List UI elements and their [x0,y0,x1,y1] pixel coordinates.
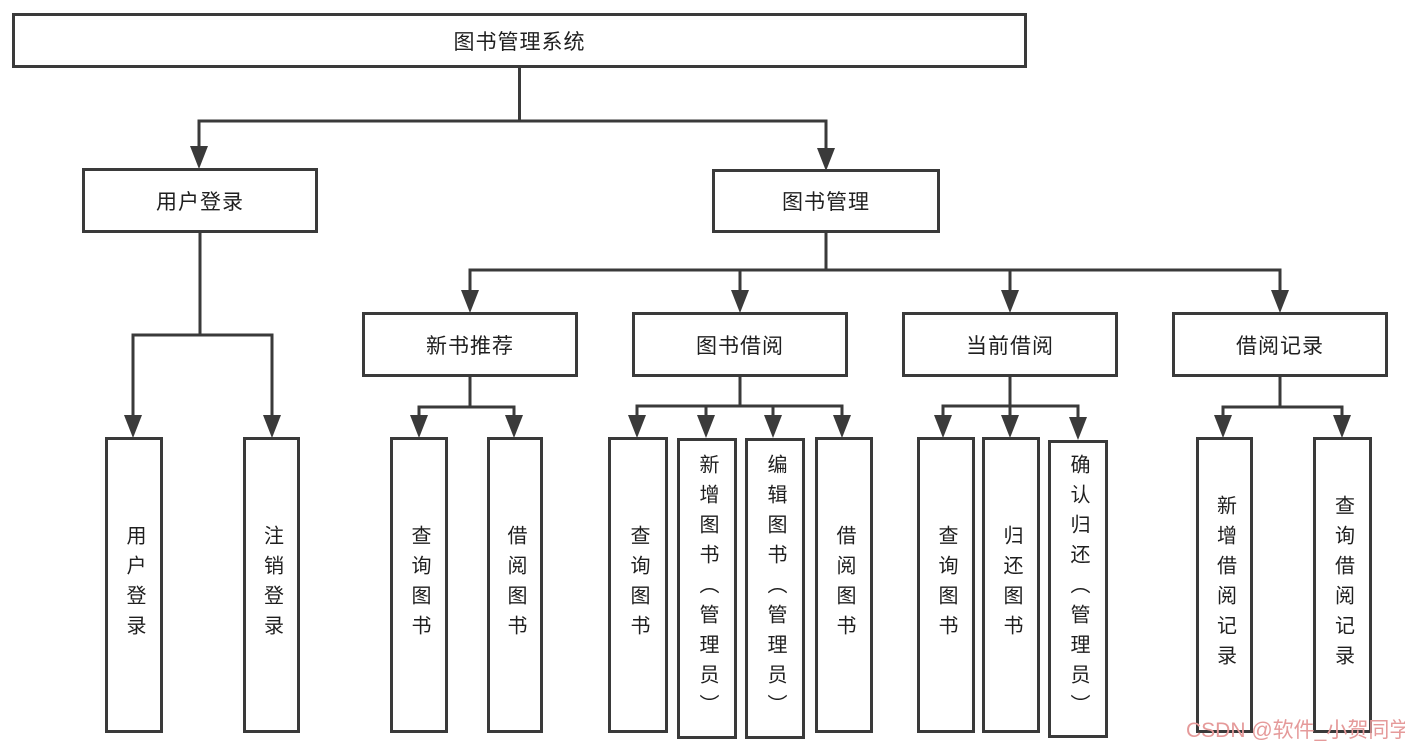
leaf-borrow-books-2-label: 借阅图书 [833,525,855,645]
leaf-query-borrow-record-label: 查询借阅记录 [1331,495,1354,675]
node-user-login-label: 用户登录 [156,190,244,214]
leaf-borrow-books-1: 借阅图书 [487,437,543,733]
leaf-query-books-1: 查询图书 [390,437,448,733]
leaf-borrow-books-2: 借阅图书 [815,437,873,733]
leaf-add-borrow-record: 新增借阅记录 [1196,437,1253,733]
node-book-borrowing: 图书借阅 [632,312,848,377]
node-new-book-recommend: 新书推荐 [362,312,578,377]
node-root-system: 图书管理系统 [12,13,1027,68]
leaf-add-borrow-record-label: 新增借阅记录 [1213,495,1236,675]
leaf-edit-books-admin-label: 编辑图书（管理员） [764,453,786,724]
leaf-return-books-label: 归还图书 [1000,525,1022,645]
node-current-borrowing: 当前借阅 [902,312,1118,377]
leaf-confirm-return-admin: 确认归还（管理员） [1048,440,1108,738]
leaf-confirm-return-admin-label: 确认归还（管理员） [1067,454,1089,724]
node-book-borrowing-label: 图书借阅 [696,334,784,358]
leaf-add-books-admin-label: 新增图书（管理员） [696,453,718,724]
node-user-login: 用户登录 [82,168,318,233]
node-current-borrowing-label: 当前借阅 [966,334,1054,358]
leaf-query-books-3: 查询图书 [917,437,975,733]
leaf-query-borrow-record: 查询借阅记录 [1313,437,1372,733]
leaf-borrow-books-1-label: 借阅图书 [504,525,526,645]
leaf-user-login: 用户登录 [105,437,163,733]
node-borrowing-records: 借阅记录 [1172,312,1388,377]
node-book-management-label: 图书管理 [782,191,870,214]
leaf-logout-label: 注销登录 [260,525,283,645]
node-book-management: 图书管理 [712,169,940,233]
leaf-logout: 注销登录 [243,437,300,733]
leaf-query-books-2: 查询图书 [608,437,668,733]
node-borrowing-records-label: 借阅记录 [1236,334,1324,358]
leaf-add-books-admin: 新增图书（管理员） [677,438,737,739]
leaf-query-books-1-label: 查询图书 [408,525,430,645]
leaf-query-books-3-label: 查询图书 [935,525,957,645]
node-root-label: 图书管理系统 [453,30,586,54]
node-new-book-recommend-label: 新书推荐 [426,334,514,358]
leaf-return-books: 归还图书 [982,437,1040,733]
watermark-text: CSDN @软件_小贺同学 [1186,719,1405,742]
leaf-edit-books-admin: 编辑图书（管理员） [745,438,805,739]
leaf-user-login-label: 用户登录 [123,525,145,645]
leaf-query-books-2-label: 查询图书 [627,525,649,645]
